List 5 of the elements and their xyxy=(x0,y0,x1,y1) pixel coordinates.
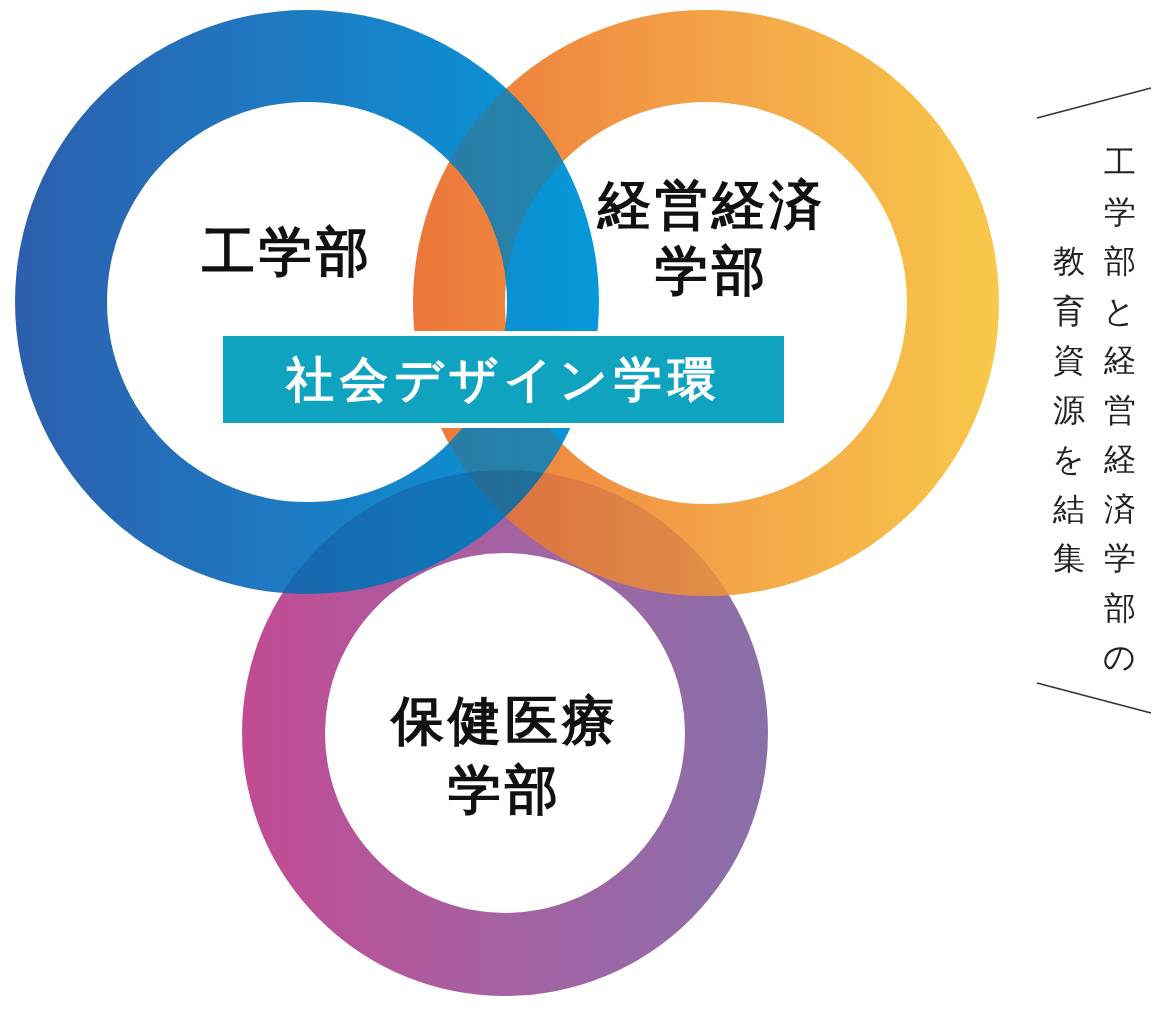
ring-label: 保健医療学部 xyxy=(388,689,620,822)
banner-title: 社会デザイン学環 xyxy=(285,353,722,406)
vertical-caption: 工学部と経営経済学部の教育資源を結集 xyxy=(1053,142,1136,678)
ring-label: 工学部 xyxy=(201,220,373,284)
ring-label: 経営経済学部 xyxy=(595,173,827,303)
